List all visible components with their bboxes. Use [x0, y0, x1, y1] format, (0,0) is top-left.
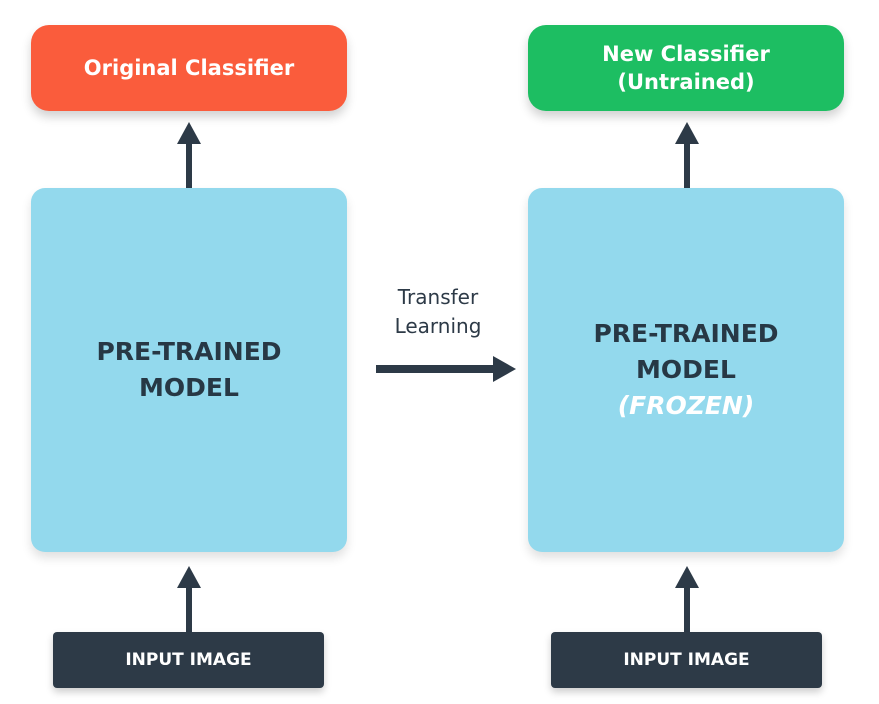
pretrained-model-box-right: PRE-TRAINED MODEL (FROZEN) [528, 188, 844, 552]
model-label-line2: MODEL [139, 373, 239, 402]
arrow-model-to-classifier-left [177, 122, 201, 188]
transfer-label-line1: Transfer [397, 285, 479, 309]
input-image-box-left: INPUT IMAGE [53, 632, 324, 688]
pretrained-model-box-left: PRE-TRAINED MODEL [31, 188, 347, 552]
arrow-model-to-classifier-right [675, 122, 699, 188]
frozen-note: (FROZEN) [617, 391, 755, 420]
new-classifier-label-line2: (Untrained) [617, 70, 755, 94]
model-label-line1: PRE-TRAINED [593, 319, 779, 348]
arrow-input-to-model-left [177, 566, 201, 632]
input-image-box-right: INPUT IMAGE [551, 632, 822, 688]
transfer-learning-label: Transfer Learning [362, 283, 514, 341]
model-label-line2: MODEL [636, 355, 736, 384]
model-label-line1: PRE-TRAINED [96, 337, 282, 366]
original-classifier-label: Original Classifier [83, 56, 295, 80]
new-classifier-box: New Classifier (Untrained) [528, 25, 844, 111]
transfer-learning-arrow [376, 356, 516, 382]
new-classifier-label-line1: New Classifier [602, 42, 770, 66]
transfer-label-line2: Learning [394, 314, 482, 338]
input-image-label: INPUT IMAGE [623, 650, 750, 670]
input-image-label: INPUT IMAGE [125, 650, 252, 670]
arrow-input-to-model-right [675, 566, 699, 632]
original-classifier-box: Original Classifier [31, 25, 347, 111]
